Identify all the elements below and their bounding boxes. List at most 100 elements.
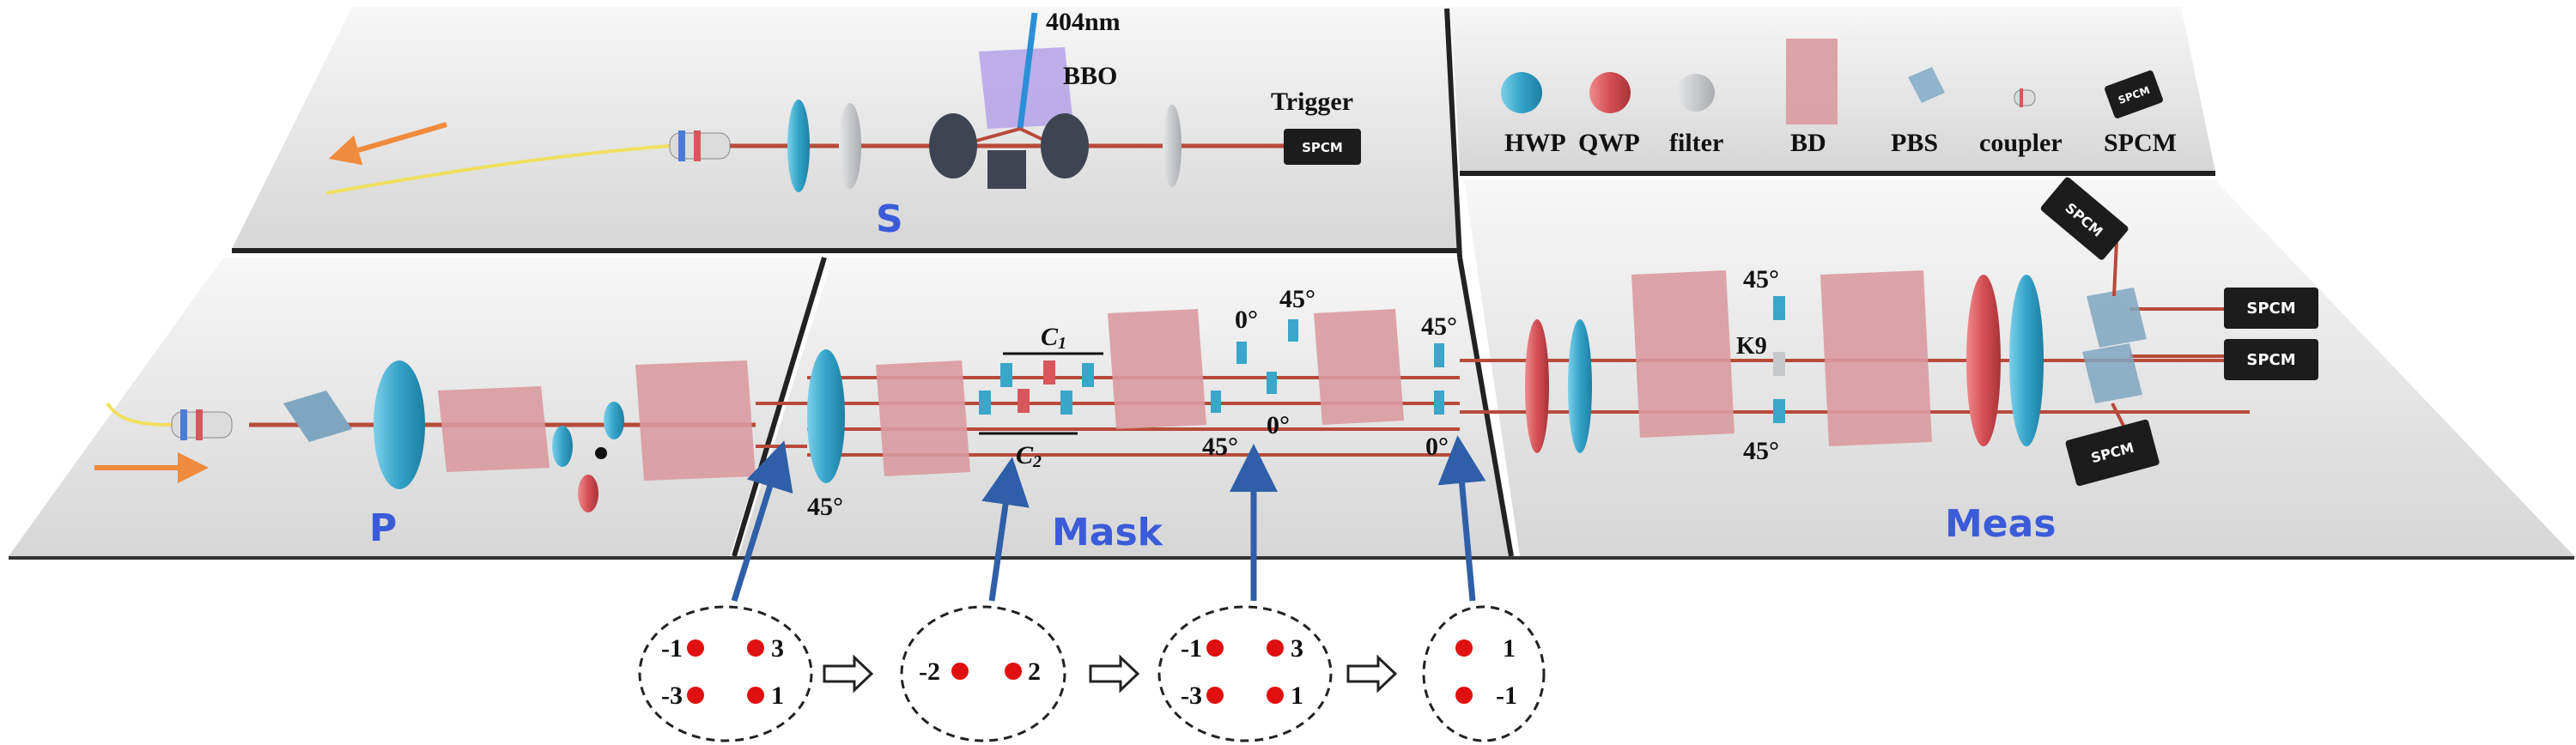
k9-label: K9 xyxy=(1736,333,1767,360)
angle-label: 45° xyxy=(1743,437,1779,465)
state-dot xyxy=(747,687,764,704)
bbo-label: BBO xyxy=(1063,62,1117,90)
hwp-icon xyxy=(787,100,810,192)
hwp-icon xyxy=(1434,343,1444,367)
trigger-spcm: SPCM xyxy=(1284,129,1361,165)
state-dot xyxy=(687,687,704,704)
hwp-icon xyxy=(1434,391,1444,415)
legend-label: QWP xyxy=(1578,129,1640,157)
state-dot xyxy=(1206,687,1224,704)
pbs-icon xyxy=(283,391,352,442)
legend-label: BD xyxy=(1790,129,1826,157)
pump-beam xyxy=(1017,12,1038,130)
state-ellipse xyxy=(900,605,1066,742)
pbs-icon xyxy=(2087,288,2147,348)
spcm-icon: SPCM xyxy=(2065,419,2160,487)
angle-label: 0° xyxy=(1267,411,1290,439)
filter-icon xyxy=(839,103,861,189)
spcm-icon: SPCM xyxy=(2040,177,2129,260)
coupler-icon xyxy=(669,130,731,161)
state-dot xyxy=(747,639,764,657)
qwp-icon xyxy=(1525,319,1549,453)
qwp-icon xyxy=(578,475,598,512)
legend: SPCM HWP QWP filter BD PBS coupler SPCM xyxy=(1501,39,2177,157)
state-dot xyxy=(1005,663,1022,680)
hwp-icon xyxy=(1060,391,1072,415)
state-dot xyxy=(1267,687,1284,704)
state-value: -1 xyxy=(1181,634,1202,663)
spcm-label: SPCM xyxy=(2246,351,2295,369)
filter-icon xyxy=(1773,352,1785,376)
state-ellipse xyxy=(638,605,813,742)
section-label-preparation: P xyxy=(369,506,397,550)
angle-label: 0° xyxy=(1235,306,1258,334)
state-diagrams: -1 3 -3 1 -2 2 -1 3 -3 1 1 -1 xyxy=(638,605,1546,742)
trigger-label: Trigger xyxy=(1271,88,1353,116)
legend-label: filter xyxy=(1669,129,1723,157)
state-value: 3 xyxy=(771,634,784,663)
spcm-label: SPCM xyxy=(2246,300,2295,318)
mirror-icon xyxy=(1041,113,1089,179)
beam xyxy=(2112,239,2118,297)
hwp-icon xyxy=(1568,319,1592,453)
panel-edge xyxy=(732,257,827,557)
preparation-setup: P xyxy=(94,360,807,550)
state-dot xyxy=(951,663,969,680)
trigger-spcm-label: SPCM xyxy=(1302,140,1343,155)
hwp-icon xyxy=(1288,319,1298,342)
legend-label: PBS xyxy=(1891,129,1938,157)
orange-arrow xyxy=(328,122,447,166)
state-dot xyxy=(1455,687,1473,704)
hwp-icon xyxy=(1082,363,1094,387)
angle-label: 0° xyxy=(1425,433,1449,461)
mask-setup: C1 C2 45° 0° 45° 45° 0° 45° 0° Mask xyxy=(807,285,1460,554)
angle-label: 45° xyxy=(807,493,843,521)
c1-label: C1 xyxy=(1041,323,1066,353)
legend-label: SPCM xyxy=(2104,129,2177,157)
state-ellipse xyxy=(1422,605,1546,742)
bd-icon xyxy=(1786,39,1838,124)
state-value: -3 xyxy=(1181,681,1202,710)
hwp-icon xyxy=(1211,391,1221,413)
pointer-arrow xyxy=(1437,435,1486,602)
spcm-icon: SPCM xyxy=(2224,288,2318,329)
flow-arrow xyxy=(1346,654,1398,694)
bd-icon xyxy=(635,360,756,481)
legend-label: coupler xyxy=(1979,129,2063,157)
hwp-icon xyxy=(604,402,624,439)
pointer-arrows xyxy=(731,435,1486,603)
hwp-icon xyxy=(552,426,573,467)
state-value: 2 xyxy=(1028,657,1041,686)
measurement-setup: SPCM SPCM SPCM SPCM 45° K9 45° Meas xyxy=(1460,177,2318,546)
bd-icon xyxy=(876,360,970,476)
pbs-icon xyxy=(1908,67,1945,103)
angle-label: 45° xyxy=(1279,285,1315,313)
pbs-icon xyxy=(2082,343,2142,403)
angle-label: 45° xyxy=(1202,433,1238,461)
beam xyxy=(2111,403,2127,430)
state-value: 1 xyxy=(1503,634,1516,663)
mirror-icon xyxy=(929,113,977,179)
hwp-icon xyxy=(1773,399,1785,423)
bd-icon xyxy=(1820,270,1932,446)
pivot-icon xyxy=(595,447,607,459)
section-label-source: S xyxy=(876,197,903,241)
state-value: 3 xyxy=(1291,634,1303,663)
hwp-icon xyxy=(807,349,845,483)
coupler-icon xyxy=(2014,88,2036,107)
pointer-arrow xyxy=(981,457,1030,602)
beam-dump xyxy=(987,150,1026,189)
panel-edge xyxy=(1457,257,1514,557)
flow-arrow xyxy=(1089,654,1140,694)
state-value: -2 xyxy=(919,657,940,686)
spcm-icon: SPCM xyxy=(2105,70,2163,118)
state-value: -1 xyxy=(661,634,683,663)
state-dot xyxy=(1267,639,1284,657)
qwp-icon xyxy=(1018,389,1030,413)
state-dot xyxy=(1206,639,1224,657)
bd-icon xyxy=(1108,309,1206,429)
state-value: -1 xyxy=(1496,681,1517,710)
hwp-icon xyxy=(1000,363,1012,387)
bd-icon xyxy=(1314,309,1404,425)
source-setup: SPCM 404nm BBO Trigger S xyxy=(325,8,1361,241)
